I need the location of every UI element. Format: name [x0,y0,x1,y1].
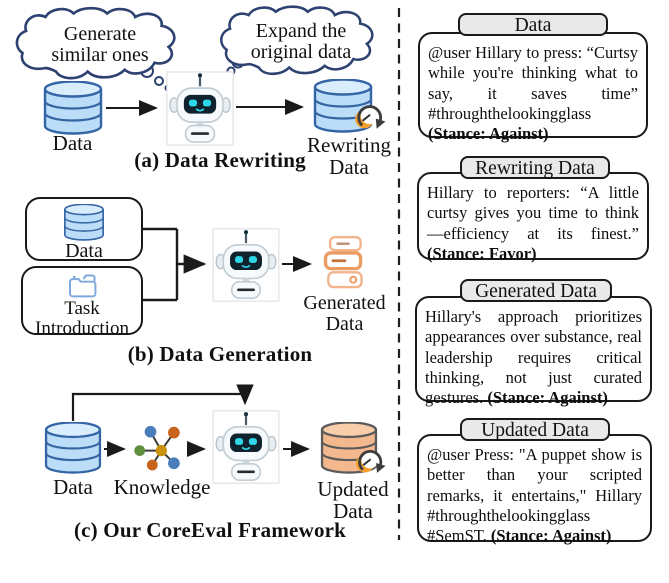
card-title-updated: Updated Data [460,418,610,441]
card-text: Hillary to reporters: “A little curtsy g… [427,183,639,243]
card-text: @user Hillary to press: “Curtsy while yo… [428,43,638,123]
database-icon [44,422,102,474]
input-box-task: Task Introduction [21,266,143,339]
database-icon [62,204,106,241]
example-card-updated: @user Press: "A puppet show is better th… [417,434,652,546]
robot-icon [166,70,234,147]
database-icon [42,81,104,135]
input-box-data: Data [25,197,143,261]
data-label-b: Data [65,240,103,262]
example-card-data: @user Hillary to press: “Curtsy while yo… [418,32,648,143]
knowledge-label: Knowledge [113,475,211,499]
card-text: @user Press: "A puppet show is better th… [427,445,642,546]
card-title-rewriting: Rewriting Data [460,156,610,179]
data-label-c: Data [53,475,93,499]
example-card-generated: Hillary's approach prioritizes appearanc… [415,296,652,407]
card-title-text: Rewriting Data [475,158,595,179]
robot-icon [211,410,281,484]
stance-badge: (Stance: Against) [490,526,612,546]
cloud-left-text: Generate similar ones [51,23,149,67]
stance-badge: (Stance: Against) [428,124,549,144]
cloud-right-text: Expand the original data [250,20,352,64]
refresh-icon [352,443,388,479]
caption-c: (c) Our CoreEval Framework [73,518,347,542]
card-title-text: Generated Data [475,281,597,302]
generated-data-label: Generated Data [303,292,386,335]
thought-cloud-left: Generate similar ones [12,6,188,86]
refresh-icon [351,98,388,135]
rewriting-data-label: Rewriting Data [307,133,391,180]
caption-b: (b) Data Generation [127,342,313,366]
task-introduction-label: Task Introduction [35,298,129,339]
card-text: Hillary's approach prioritizes appearanc… [425,307,642,408]
card-title-text: Data [514,15,552,36]
data-label-a: Data [52,131,93,155]
example-card-rewriting: Hillary to reporters: “A little curtsy g… [417,172,649,263]
stance-badge: (Stance: Favor) [427,243,537,263]
card-title-data: Data [458,13,608,36]
card-title-generated: Generated Data [460,279,612,302]
updated-data-label: Updated Data [317,477,389,524]
knowledge-graph-icon [132,420,187,474]
robot-icon [211,228,281,302]
thought-cloud-right: Expand the original data [210,5,392,81]
folder-icon [67,273,98,299]
stance-badge: (Stance: Against) [487,388,608,408]
server-stack-icon [320,235,368,293]
card-title-text: Updated Data [481,420,589,441]
caption-a: (a) Data Rewriting [134,148,306,172]
